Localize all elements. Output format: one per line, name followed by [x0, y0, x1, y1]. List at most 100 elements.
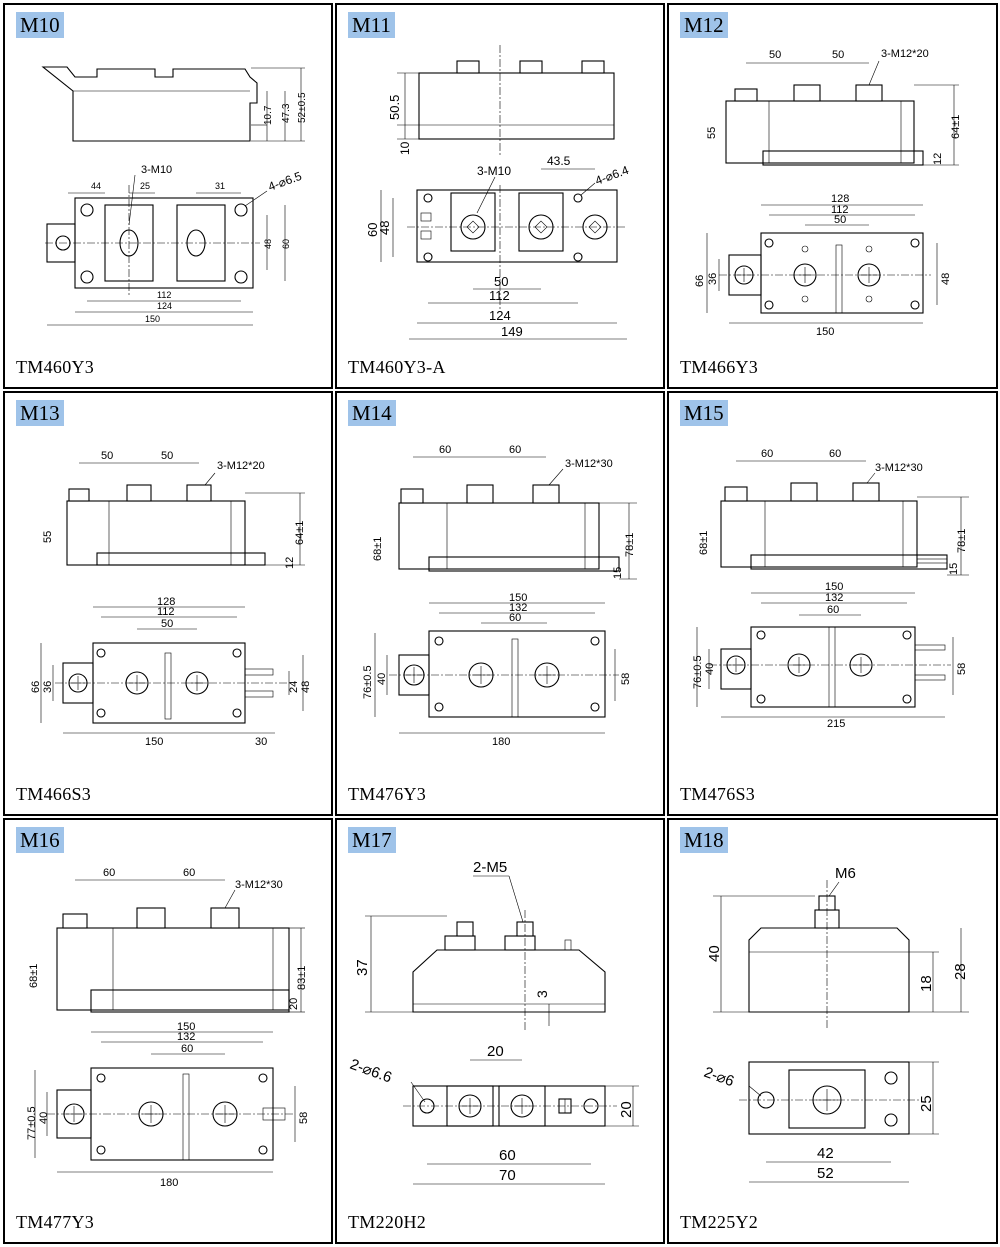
module-drawing: 2-M5 37 3 2-⌀6.6 20 20 60 70	[348, 859, 639, 1185]
dim-label: 3-M12*30	[565, 458, 613, 470]
dim-label: 60	[829, 448, 841, 460]
dim-label: 2-M5	[473, 859, 507, 876]
dim-label: 50	[834, 214, 846, 226]
dim-label: 43.5	[547, 154, 571, 168]
dim-label: 40	[706, 945, 723, 962]
dim-label: 132	[509, 602, 527, 614]
module-drawing: M6 40 18 28 2-⌀6 25 42 52	[702, 865, 969, 1183]
dim-label: 150	[177, 1021, 195, 1033]
dim-label: 60	[439, 444, 451, 456]
model-name: TM225Y2	[680, 1212, 759, 1232]
dim-label: 12	[932, 153, 944, 165]
model-name: TM466Y3	[680, 357, 759, 377]
dim-label: 112	[489, 288, 510, 303]
dim-label: 28	[952, 963, 969, 980]
dim-label: 20	[618, 1101, 635, 1118]
dim-label: 66	[30, 681, 42, 693]
cell-tag: M17	[348, 827, 396, 853]
dim-label: 77±0.5	[26, 1106, 38, 1140]
dim-label: 180	[160, 1177, 178, 1189]
cell-tag: M15	[680, 400, 728, 426]
cell-m17: M17 2-M5 37 3 2-⌀6.6 20	[335, 818, 665, 1244]
dim-label: 50	[161, 450, 173, 462]
dim-label: 66	[694, 275, 706, 287]
module-drawing: 60 60 3-M12*30 83±1 20 68±1 150 132 60 7…	[26, 867, 310, 1189]
dim-label: 128	[157, 596, 175, 608]
cell-tag: M13	[16, 400, 64, 426]
model-name: TM460Y3	[16, 357, 95, 377]
dim-label: 10	[398, 141, 412, 155]
dim-label: 3-M12*30	[875, 462, 923, 474]
dim-label: 78±1	[624, 533, 636, 557]
dim-label: 48	[377, 221, 392, 235]
cell-m11: M11 50.5 10 3-M10 43.5 4-⌀6	[335, 3, 665, 389]
dim-label: 60	[827, 604, 839, 616]
dim-label: 48	[940, 273, 952, 285]
dim-label: 60	[509, 444, 521, 456]
dim-label: 25	[140, 181, 150, 191]
dim-label: 52	[817, 1165, 834, 1182]
dim-label: 50.5	[387, 95, 402, 120]
dim-label: 15	[612, 567, 624, 579]
dim-label: 64±1	[294, 521, 306, 545]
dim-label: 132	[177, 1031, 195, 1043]
dim-label: 60	[499, 1147, 516, 1164]
dim-label: 3-M10	[141, 164, 172, 176]
dim-label: 50	[101, 450, 113, 462]
model-name: TM476S3	[680, 784, 756, 804]
dim-label: 58	[956, 663, 968, 675]
dim-label: 58	[298, 1112, 310, 1124]
dim-label: 215	[827, 718, 845, 730]
dim-label: 149	[501, 324, 523, 339]
dim-label: 70	[499, 1167, 516, 1184]
module-drawing: 50 50 3-M12*20 64±1 12 55 128 112 50	[694, 48, 962, 338]
dim-label: 40	[704, 663, 716, 675]
cell-tag: M14	[348, 400, 396, 426]
cell-tag: M18	[680, 827, 728, 853]
cell-tag: M12	[680, 12, 728, 38]
dim-label: 60	[183, 867, 195, 879]
dim-label: 112	[831, 204, 849, 216]
dim-label: 37	[354, 959, 371, 976]
cell-tag: M16	[16, 827, 64, 853]
dim-label: 50	[494, 274, 508, 289]
dim-label: 3-M12*30	[235, 879, 283, 891]
cell-m13: M13 50 50 3-M12*20 64±1 12 55	[3, 391, 333, 816]
dim-label: 112	[157, 606, 175, 618]
dim-label: 60	[103, 867, 115, 879]
dim-label: 42	[817, 1145, 834, 1162]
dim-label: 50	[769, 49, 781, 61]
module-drawing: 50.5 10 3-M10 43.5 4-⌀6.4 60 48 50 112	[365, 45, 631, 340]
dim-label: 68±1	[372, 537, 384, 561]
dim-label: 2-⌀6.6	[348, 1056, 394, 1087]
dim-label: 180	[492, 736, 510, 748]
dim-label: 25	[918, 1095, 935, 1112]
model-name: TM476Y3	[348, 784, 427, 804]
dim-label: 83±1	[296, 966, 308, 990]
dim-label: 40	[38, 1112, 50, 1124]
model-name: TM466S3	[16, 784, 92, 804]
dim-label: 76±0.5	[362, 665, 374, 699]
dim-label: 68±1	[28, 964, 40, 988]
dim-label: 3-M12*20	[217, 460, 265, 472]
dim-label: 150	[509, 592, 527, 604]
dim-label: 40	[376, 673, 388, 685]
dim-label: 12	[284, 557, 296, 569]
dim-label: 150	[145, 314, 160, 324]
dim-label: 78±1	[956, 529, 968, 553]
cell-tag: M11	[348, 12, 395, 38]
dim-label: 24	[288, 681, 300, 693]
cell-m10: M10 10.7 47.3 52±0.5 3-M10 4-⌀6.5 44	[3, 3, 333, 389]
dim-label: 48	[300, 681, 312, 693]
dim-label: 36	[707, 273, 719, 285]
cell-m16: M16 60 60 3-M12*30 83±1 20 68±1	[3, 818, 333, 1244]
dim-label: 60	[509, 612, 521, 624]
cell-m18: M18 M6 40 18 28 2-⌀6 25 42	[667, 818, 998, 1244]
dim-label: 150	[145, 736, 163, 748]
dim-label: 55	[42, 531, 54, 543]
dim-label: 68±1	[698, 531, 710, 555]
model-name: TM220H2	[348, 1212, 427, 1232]
dim-label: 150	[825, 581, 843, 593]
dim-label: 64±1	[950, 115, 962, 139]
